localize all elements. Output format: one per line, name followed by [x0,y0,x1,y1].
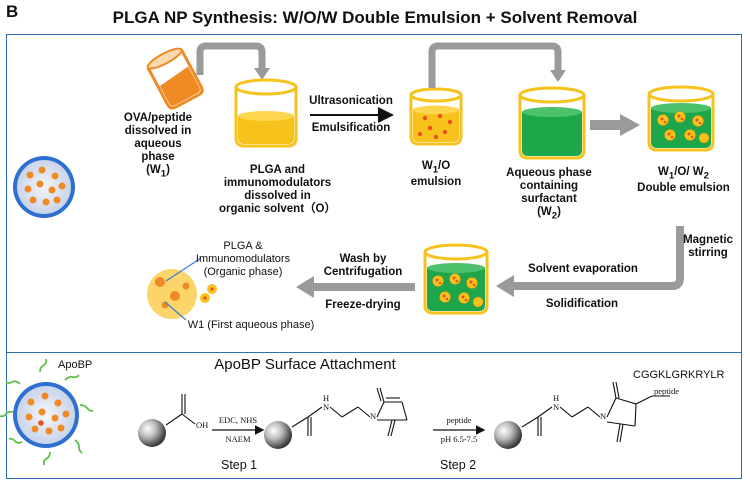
double-line2: Double emulsion [637,182,730,195]
magnetic-label: Magnetic stirring [672,234,744,260]
w1-label-line1: OVA/peptide [123,112,193,124]
solidification-label: Solidification [545,298,619,310]
h-label-1: H [323,393,330,403]
w2-code-sub: 2 [551,210,558,222]
molecule-conjugate [521,381,670,443]
w1o-line2: emulsion [410,176,462,189]
double-mid: /O/ W [674,166,704,178]
w1-code: (W1) [106,164,210,180]
wash-line1: Wash by [339,253,387,265]
apobp-heading: ApoBP Surface Attachment [214,356,396,373]
bead-1 [138,419,166,447]
peptide-sequence: CGGKLGRKRYLR [633,369,725,381]
reagent-peptide: peptide [446,415,472,425]
w1o-w: W [421,160,433,172]
pour-arrow-2-head [550,70,566,82]
wash-line2: Centrifugation [323,266,403,278]
magnetic-line2: stirring [688,247,728,259]
w1-code-close: ) [166,164,170,176]
emulsification-label: Emulsification [311,122,391,134]
legend-pointer-plga [165,257,202,282]
solvent-evaporation-label: Solvent evaporation [528,263,638,275]
molecule-maleimide [291,387,408,437]
w1o-tail: /O [438,160,451,172]
beaker-double-emulsion [647,85,715,152]
oh-label: OH [196,420,209,430]
organic-label-line1: PLGA and [249,164,306,176]
beaker-w1 [146,47,204,110]
beaker-w1o [409,87,463,146]
final-particle [147,269,197,319]
w1-code-w: (W [146,164,161,176]
w1o-line1: W1/O [400,160,472,176]
molecule-carboxyl [165,394,196,426]
mix-arrow-head [620,114,640,136]
reagent-edc: EDC, NHS [218,415,258,425]
panel-letter: B [6,2,19,21]
bead-3 [494,421,522,449]
stirring-arrow [512,226,684,290]
step1-label: Step 1 [221,458,258,472]
wash-arrow-head [296,276,314,298]
organic-label-line2: immunomodulators [223,177,332,189]
n-label-2: N [370,411,377,421]
bead-2 [264,421,292,449]
pour-arrow-1-head [254,68,270,80]
legend-w1: W1 (First aqueous phase) [187,319,315,331]
w1-code-sub: 1 [160,168,167,180]
w1o-label: W1/O emulsion [400,160,472,189]
small-particles [200,284,217,303]
w1o-sub: 1 [432,164,439,176]
peptide-label: peptide [654,386,680,396]
double-w: W [658,166,669,178]
beaker-solidified [423,243,489,315]
apobp-tag: ApoBP [58,359,93,371]
w1-label: OVA/peptide dissolved in aqueous phase (… [106,112,210,180]
w2-code-close: ) [557,206,561,218]
w2-code-w: (W [537,206,552,218]
figure-frame [6,34,742,479]
panel-divider [6,352,742,353]
reagent-naem: NAEM [225,434,251,444]
wash-label: Wash by Centrifugation [316,253,410,279]
w1-label-line3: aqueous [134,138,182,150]
legend-plga: PLGA & Immunomodulators (Organic phase) [188,240,298,279]
w1-label-line2: dissolved in [124,125,192,137]
aqueous-label-line2: containing [519,180,579,192]
stirring-arrow-head [496,275,514,297]
magnetic-line1: Magnetic [683,234,733,246]
step2-label: Step 2 [440,458,477,472]
organic-label-line4: organic solvent（O） [219,203,336,215]
freeze-drying-label: Freeze-drying [325,299,401,311]
aqueous-label-line1: Aqueous phase [506,167,592,179]
legend-pointer-w1 [164,301,187,321]
aqueous-label-line3: surfactant [521,193,577,205]
legend-plga-line2: Immunomodulators [195,253,291,265]
beaker-organic [234,78,298,148]
w1-label-line4: phase [141,151,175,163]
n-label-3: N [553,402,560,412]
double-line1: W1/O/ W2 [626,166,741,182]
legend-plga-line3: (Organic phase) [203,266,283,278]
figure-title: PLGA NP Synthesis: W/O/W Double Emulsion… [112,8,638,27]
legend-plga-line1: PLGA & [223,240,263,252]
organic-label-line3: dissolved in [244,190,311,202]
pour-arrow-2 [428,42,562,88]
h-label-2: H [553,393,560,403]
nanoparticle-top [13,156,75,218]
double-sub1: 1 [668,170,675,182]
n-label-1: N [323,402,330,412]
double-emulsion-label: W1/O/ W2 Double emulsion [626,166,741,195]
w2-code: (W2) [494,206,604,222]
n-label-4: N [600,411,607,421]
ultrasonication-label: Ultrasonication [309,95,393,107]
pour-arrow-1 [196,42,266,75]
organic-label: PLGA and immunomodulators dissolved in o… [210,164,345,216]
aqueous-label: Aqueous phase containing surfactant (W2) [494,167,604,222]
nanoparticle-apobp [0,358,94,466]
beaker-w2 [518,86,586,160]
reagent-ph: pH 6.5-7.5 [440,434,478,444]
double-sub2: 2 [703,170,709,182]
